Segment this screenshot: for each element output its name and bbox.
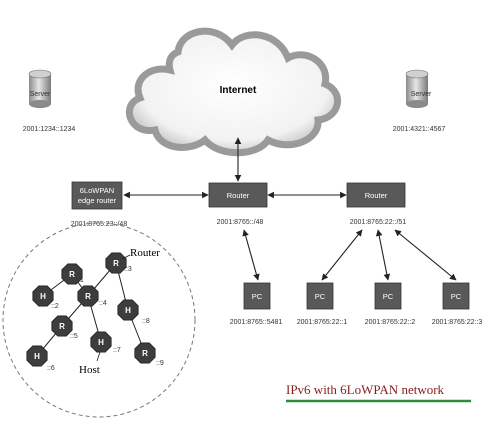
mesh-node-router: R::3 (105, 252, 132, 274)
router-annotation-pointer (121, 254, 131, 260)
mesh-node-type-label: R (142, 349, 148, 358)
link-router-pc4 (394, 229, 457, 281)
pc-2-label: PC (315, 292, 326, 301)
pc-4-label: PC (451, 292, 462, 301)
router-center-address: 2001:8765::/48 (217, 219, 264, 226)
mesh-node-router: R::9 (134, 342, 164, 367)
mesh-node-router: R::1 (61, 263, 84, 285)
pc-3-address: 2001:8765:22::2 (365, 319, 416, 326)
pc-2: PC (306, 282, 334, 310)
mesh-node-address-suffix: ::5 (70, 333, 78, 340)
edge-router-line1: 6LoWPAN (80, 186, 114, 195)
caption-text: IPv6 with 6LoWPAN network (286, 382, 445, 397)
pc-4-address: 2001:8765:22::3 (432, 319, 483, 326)
mesh-node-type-label: R (85, 292, 91, 301)
host-annotation: Host (79, 364, 100, 376)
router-center-label: Router (227, 191, 250, 200)
server-left-address: 2001:1234::1234 (23, 126, 76, 133)
mesh-node-type-label: H (40, 292, 46, 301)
mesh-node-router: R::4 (77, 285, 107, 307)
mesh-node-router: R::5 (51, 315, 78, 340)
router-right-address: 2001:8765:22::/51 (350, 219, 407, 226)
link-router-pc2 (321, 229, 363, 281)
mesh-node-address-suffix: ::7 (113, 347, 121, 354)
internet-cloud: Internet (125, 27, 342, 157)
server-right-label: Server (411, 91, 432, 98)
mesh-node-address-suffix: ::8 (142, 318, 150, 325)
internet-label: Internet (220, 85, 257, 96)
edge-router: 6LoWPAN edge router (71, 181, 123, 210)
server-right: Server (405, 69, 432, 108)
mesh-node-type-label: R (59, 322, 65, 331)
mesh-node-host: H::7 (90, 331, 121, 354)
mesh-node-host: H::6 (26, 345, 55, 372)
mesh-node-type-label: R (113, 259, 119, 268)
server-left: Server (28, 69, 52, 108)
mesh-node-host: H::2 (32, 285, 59, 310)
pc-3-label: PC (383, 292, 394, 301)
server-left-label: Server (30, 91, 51, 98)
pc-1: PC (243, 282, 271, 310)
server-right-address: 2001:4321::4567 (393, 126, 446, 133)
host-annotation-pointer (96, 351, 101, 362)
mesh-nodes: R::1R::3H::2R::4R::5H::8H::7H::6R::9 (26, 252, 164, 372)
pc-4: PC (442, 282, 470, 310)
mesh-node-type-label: H (125, 306, 131, 315)
router-right: Router (346, 182, 406, 208)
mesh-node-type-label: H (98, 338, 104, 347)
mesh-node-address-suffix: ::3 (124, 266, 132, 273)
mesh-node-host: H::8 (117, 299, 150, 325)
mesh-node-address-suffix: ::9 (156, 360, 164, 367)
router-annotation: Router (130, 247, 160, 259)
pc-2-address: 2001:8765:22::1 (297, 319, 348, 326)
edge-router-line2: edge router (78, 196, 117, 205)
pc-3: PC (374, 282, 402, 310)
mesh-node-address-suffix: ::2 (51, 303, 59, 310)
edge-router-address: 2001:8765:23::/48 (71, 221, 128, 228)
mesh-node-type-label: H (34, 352, 40, 361)
mesh-node-address-suffix: ::1 (76, 277, 84, 284)
router-center: Router (208, 182, 268, 208)
router-right-label: Router (365, 191, 388, 200)
pc-1-label: PC (252, 292, 263, 301)
pc-1-address: 2001:8765::5481 (230, 319, 283, 326)
link-router-pc1 (242, 229, 260, 281)
6lowpan-mesh-boundary (2, 222, 196, 418)
mesh-node-address-suffix: ::6 (47, 365, 55, 372)
link-router-pc3 (375, 229, 391, 281)
mesh-node-type-label: R (69, 270, 75, 279)
mesh-node-address-suffix: ::4 (99, 300, 107, 307)
